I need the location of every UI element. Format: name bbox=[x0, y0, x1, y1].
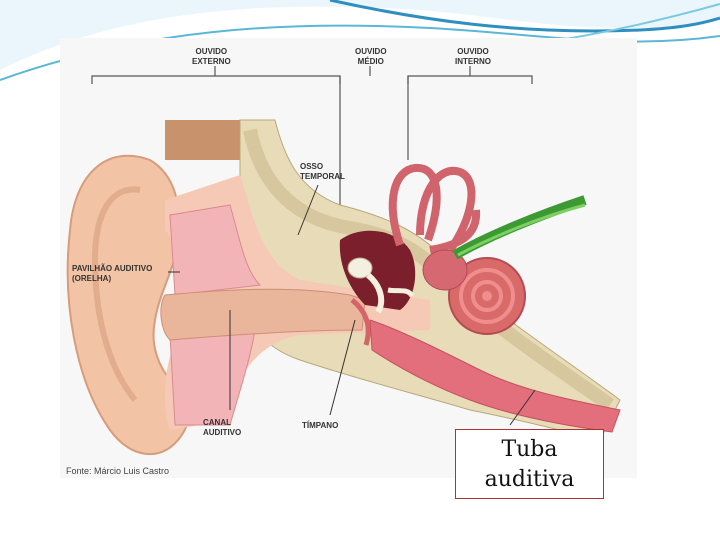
caption-line-1: Tuba bbox=[456, 437, 603, 462]
source-credit: Fonte: Márcio Luis Castro bbox=[66, 466, 169, 476]
skin-background bbox=[165, 120, 240, 160]
label-timpano: TÍMPANO bbox=[302, 421, 338, 431]
caption-line-2: auditiva bbox=[456, 467, 603, 492]
section-label-medio: OUVIDO MÉDIO bbox=[355, 47, 387, 67]
section-label-interno: OUVIDO INTERNO bbox=[455, 47, 491, 67]
label-canal-auditivo: CANAL AUDITIVO bbox=[203, 418, 241, 438]
caption-box: Tuba auditiva bbox=[455, 429, 604, 499]
section-label-externo: OUVIDO EXTERNO bbox=[192, 47, 231, 67]
label-pavilhao-auditivo: PAVILHÃO AUDITIVO (ORELHA) bbox=[72, 264, 152, 284]
label-osso-temporal: OSSO TEMPORAL bbox=[300, 162, 345, 182]
